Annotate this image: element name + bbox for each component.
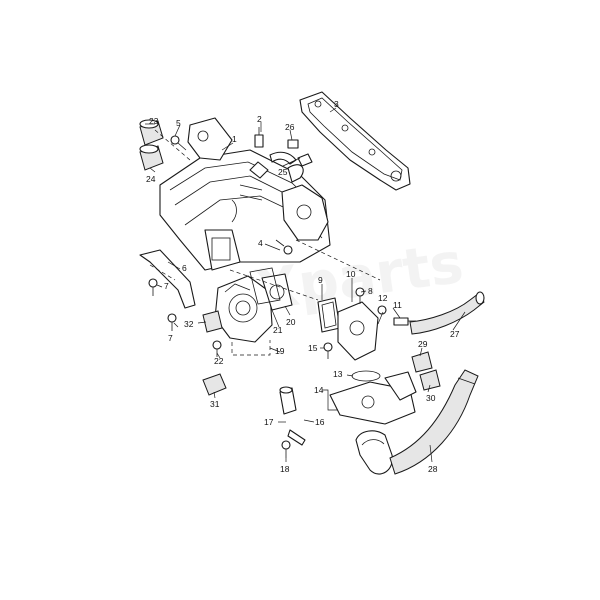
leader-lines xyxy=(145,107,466,463)
alignment-lines xyxy=(149,129,381,356)
callout-1: 1 xyxy=(232,134,237,144)
pipe-part-25 xyxy=(269,151,313,167)
callout-20: 20 xyxy=(286,317,296,327)
hose-part-31 xyxy=(202,373,227,396)
gasket-part-3 xyxy=(299,91,411,191)
seal-part-13 xyxy=(351,370,381,382)
hose-part-24 xyxy=(139,144,164,171)
gasket-part-21 xyxy=(249,267,281,305)
sleeve-part-32 xyxy=(202,310,223,333)
callout-31: 31 xyxy=(210,399,220,409)
callout-7-lower: 7 xyxy=(168,333,173,343)
callout-13: 13 xyxy=(333,369,343,379)
callout-8: 8 xyxy=(368,286,373,296)
callout-3: 3 xyxy=(334,99,339,109)
callout-19: 19 xyxy=(275,346,285,356)
clip-part-26 xyxy=(287,139,299,149)
callout-24: 24 xyxy=(146,174,156,184)
callout-29: 29 xyxy=(418,339,428,349)
cooler-part-14 xyxy=(329,371,417,425)
spacer-part-16 xyxy=(279,386,297,415)
callout-9: 9 xyxy=(318,275,323,285)
callout-21: 21 xyxy=(273,325,283,335)
bolt-part-22 xyxy=(212,340,222,357)
bolt-part-12 xyxy=(377,305,387,315)
hose-part-28 xyxy=(389,369,479,475)
callout-12: 12 xyxy=(378,293,388,303)
bolt-part-8 xyxy=(355,287,365,304)
callout-6: 6 xyxy=(182,263,187,273)
bolt-part-4 xyxy=(275,239,293,255)
hose-part-23 xyxy=(139,119,164,146)
sensor-part-2 xyxy=(254,127,264,148)
gasket-part-20 xyxy=(261,273,293,311)
callout-30: 30 xyxy=(426,393,436,403)
manifold-assembly-part-1 xyxy=(159,117,331,271)
hose-part-27 xyxy=(409,291,485,335)
callout-10: 10 xyxy=(346,269,356,279)
housing-part-10 xyxy=(337,301,379,361)
callout-4: 4 xyxy=(258,238,263,248)
bolt-part-17 xyxy=(287,429,306,446)
bolt-part-15 xyxy=(323,342,333,359)
callout-14: 14 xyxy=(314,385,324,395)
callout-28: 28 xyxy=(428,464,438,474)
elbow-part-28 xyxy=(355,430,393,475)
callout-5: 5 xyxy=(176,118,181,128)
bolt-part-18 xyxy=(281,440,291,458)
callout-2: 2 xyxy=(257,114,262,124)
bracket-part-6 xyxy=(139,249,196,309)
bolt-part-7-upper xyxy=(148,278,158,296)
callout-27: 27 xyxy=(450,329,460,339)
callout-17: 17 xyxy=(264,417,274,427)
bolt-part-7-lower xyxy=(167,313,177,331)
callout-18: 18 xyxy=(280,464,290,474)
callout-15: 15 xyxy=(308,343,318,353)
callout-11: 11 xyxy=(393,300,402,310)
sleeve-part-30 xyxy=(419,369,441,391)
callout-22: 22 xyxy=(214,356,224,366)
callout-25: 25 xyxy=(278,167,288,177)
callout-26: 26 xyxy=(285,122,295,132)
callout-7-upper: 7 xyxy=(164,281,169,291)
bolt-part-5 xyxy=(170,135,187,151)
sleeve-part-29 xyxy=(411,351,433,373)
callout-23: 23 xyxy=(149,116,159,126)
callout-16: 16 xyxy=(315,417,325,427)
callout-labels: 1 2 3 4 5 6 7 7 8 9 10 11 12 13 14 15 16… xyxy=(146,99,460,474)
callout-32: 32 xyxy=(184,319,194,329)
